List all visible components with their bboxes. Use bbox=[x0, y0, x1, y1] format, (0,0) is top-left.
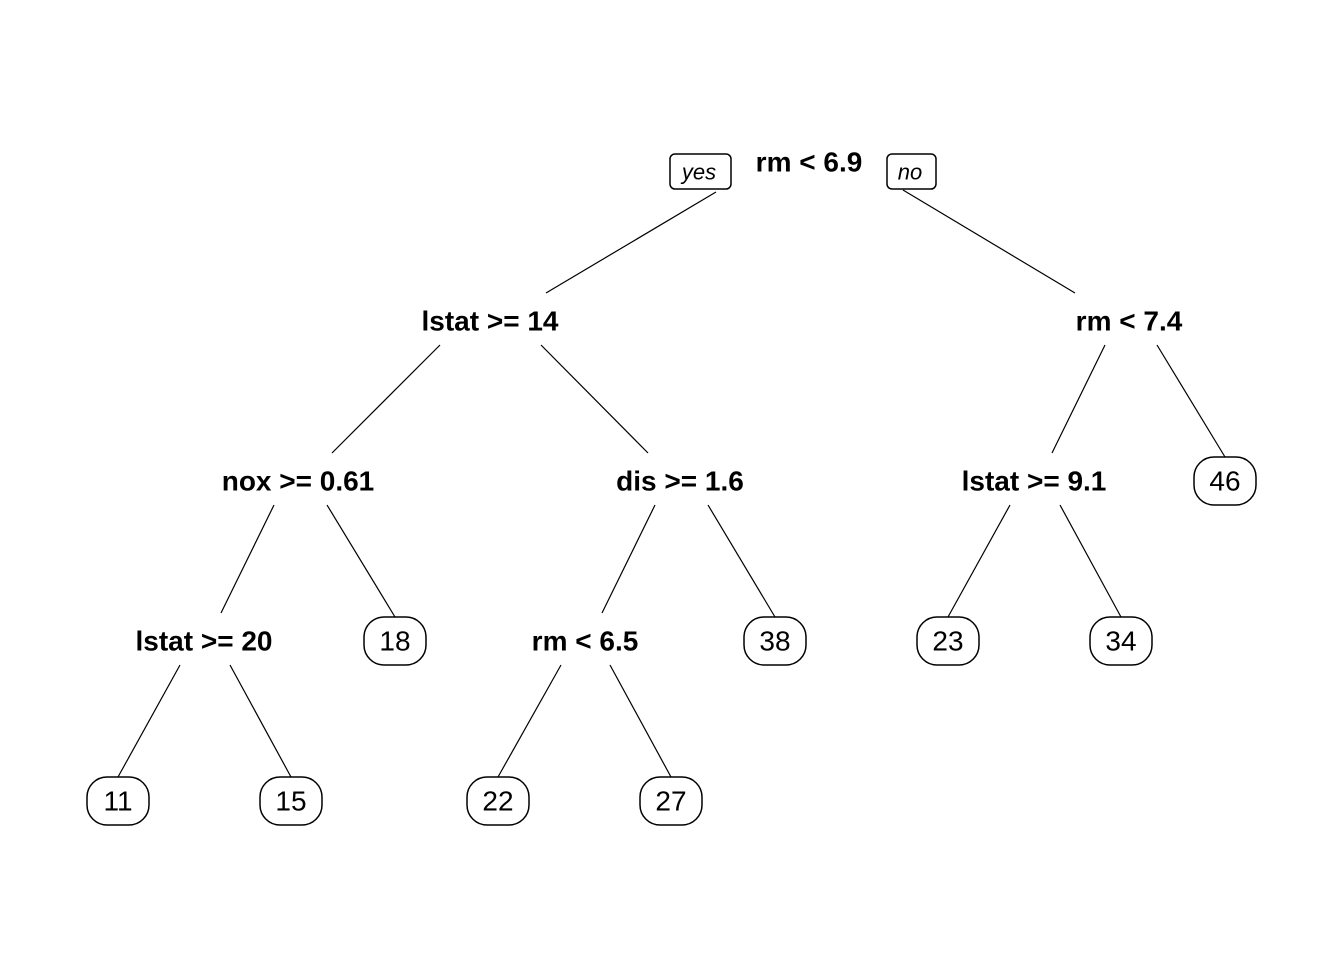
leaf-value: 46 bbox=[1209, 466, 1240, 497]
tree-edge bbox=[545, 191, 717, 294]
tree-edge bbox=[497, 664, 562, 778]
split-node: nox >= 0.61 bbox=[222, 466, 375, 497]
split-label: lstat >= 14 bbox=[422, 306, 559, 337]
tree-edge bbox=[902, 189, 1076, 294]
leaf-box bbox=[363, 616, 427, 666]
leaf-box bbox=[1193, 456, 1257, 506]
tree-edge bbox=[601, 504, 656, 614]
tree-edge bbox=[707, 504, 776, 618]
split-label: lstat >= 20 bbox=[136, 626, 273, 657]
split-label: lstat >= 9.1 bbox=[962, 466, 1107, 497]
split-node: rm < 6.5 bbox=[532, 626, 639, 657]
leaf-value: 18 bbox=[379, 626, 410, 657]
no-label: no bbox=[898, 160, 922, 185]
tree-edge bbox=[1051, 344, 1106, 454]
split-node: lstat >= 9.1 bbox=[962, 466, 1107, 497]
split-label: rm < 6.9 bbox=[756, 147, 863, 178]
split-label: nox >= 0.61 bbox=[222, 466, 375, 497]
yes-label: yes bbox=[680, 160, 716, 185]
leaf-node: 22 bbox=[466, 776, 530, 826]
leaf-node: 38 bbox=[743, 616, 807, 666]
leaf-node: 23 bbox=[916, 616, 980, 666]
tree-edge bbox=[220, 504, 275, 614]
split-node: rm < 6.9 bbox=[756, 147, 863, 178]
split-node: rm < 7.4 bbox=[1076, 306, 1183, 337]
yes-label-box: yes bbox=[669, 153, 732, 190]
leaf-node: 27 bbox=[639, 776, 703, 826]
leaf-value: 27 bbox=[655, 786, 686, 817]
split-node: lstat >= 14 bbox=[422, 306, 559, 337]
tree-edge bbox=[947, 504, 1011, 618]
leaf-box bbox=[639, 776, 703, 826]
leaf-node: 46 bbox=[1193, 456, 1257, 506]
leaf-box bbox=[1089, 616, 1153, 666]
leaf-node: 11 bbox=[86, 776, 150, 826]
split-label: rm < 6.5 bbox=[532, 626, 639, 657]
leaf-box bbox=[86, 776, 150, 826]
leaf-box bbox=[259, 776, 323, 826]
leaf-value: 34 bbox=[1105, 626, 1136, 657]
tree-edge bbox=[540, 344, 649, 454]
leaf-node: 34 bbox=[1089, 616, 1153, 666]
split-node: dis >= 1.6 bbox=[616, 466, 744, 497]
leaf-node: 18 bbox=[363, 616, 427, 666]
tree-edge bbox=[117, 664, 181, 778]
leaf-value: 38 bbox=[759, 626, 790, 657]
leaf-box bbox=[916, 616, 980, 666]
leaf-box bbox=[743, 616, 807, 666]
leaf-value: 22 bbox=[482, 786, 513, 817]
leaf-value: 23 bbox=[932, 626, 963, 657]
tree-edge bbox=[229, 664, 292, 778]
split-label: rm < 7.4 bbox=[1076, 306, 1183, 337]
leaf-node: 15 bbox=[259, 776, 323, 826]
tree-edge bbox=[331, 344, 441, 454]
leaf-value: 15 bbox=[275, 786, 306, 817]
split-node: lstat >= 20 bbox=[136, 626, 273, 657]
tree-edge bbox=[609, 664, 672, 778]
tree-edge bbox=[1059, 504, 1122, 618]
leaf-box bbox=[466, 776, 530, 826]
tree-edge bbox=[1156, 344, 1226, 458]
no-label-box: no bbox=[886, 153, 937, 190]
tree-edge bbox=[326, 504, 396, 618]
split-label: dis >= 1.6 bbox=[616, 466, 744, 497]
leaf-value: 11 bbox=[103, 786, 132, 817]
